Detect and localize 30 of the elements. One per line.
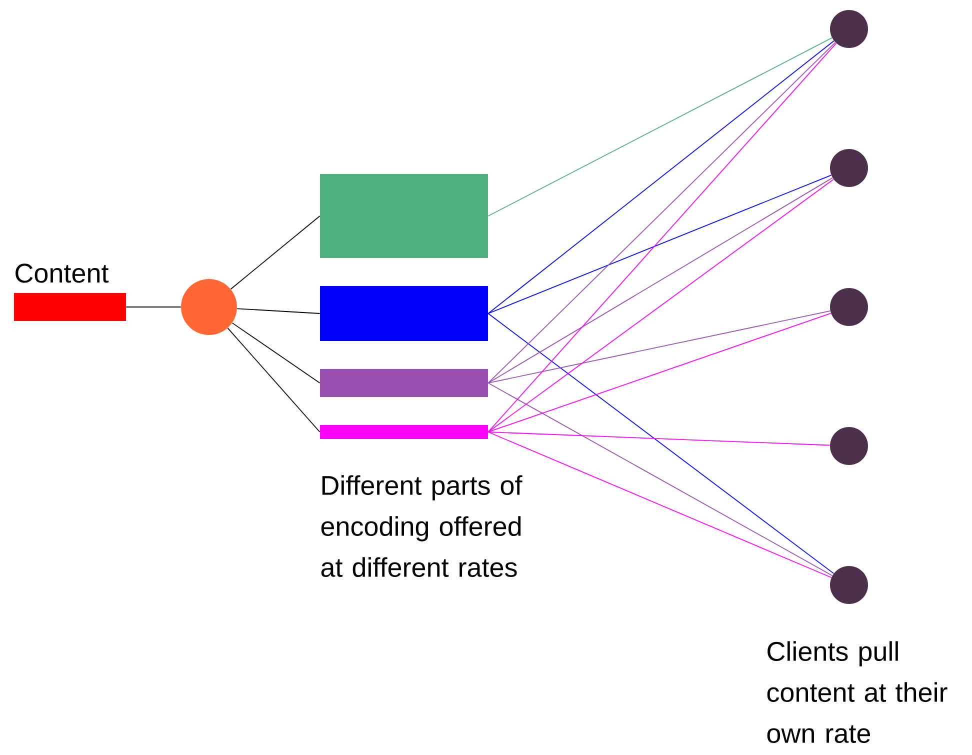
connector-line xyxy=(488,37,832,216)
connector-line xyxy=(488,432,832,578)
bar xyxy=(320,369,488,397)
connector-line xyxy=(488,40,834,314)
connector-line xyxy=(488,177,833,384)
bar xyxy=(320,286,488,341)
caption-text: Clients pull content at their own rate xyxy=(767,641,948,744)
connector-line xyxy=(126,306,182,308)
caption-text: Different parts of encoding offered at different rates xyxy=(321,475,522,578)
connector-line xyxy=(232,322,320,384)
circle xyxy=(830,10,868,48)
circle xyxy=(181,279,237,335)
connector-line xyxy=(230,216,320,290)
circle xyxy=(830,288,868,326)
connector-line xyxy=(488,382,833,576)
connector-line xyxy=(227,328,320,432)
circle xyxy=(830,427,868,465)
bar xyxy=(320,174,488,258)
node-label: Content xyxy=(16,264,109,283)
connector-line xyxy=(488,432,830,446)
connector-line xyxy=(236,308,320,314)
connector-line xyxy=(488,312,832,432)
circle xyxy=(830,566,868,604)
circle xyxy=(830,149,868,187)
labeled-bar: Content xyxy=(14,264,126,321)
connector-line xyxy=(488,310,831,384)
connector-line xyxy=(488,174,832,314)
bar xyxy=(320,425,488,439)
connector-line xyxy=(488,178,834,432)
connector-line xyxy=(488,313,834,574)
